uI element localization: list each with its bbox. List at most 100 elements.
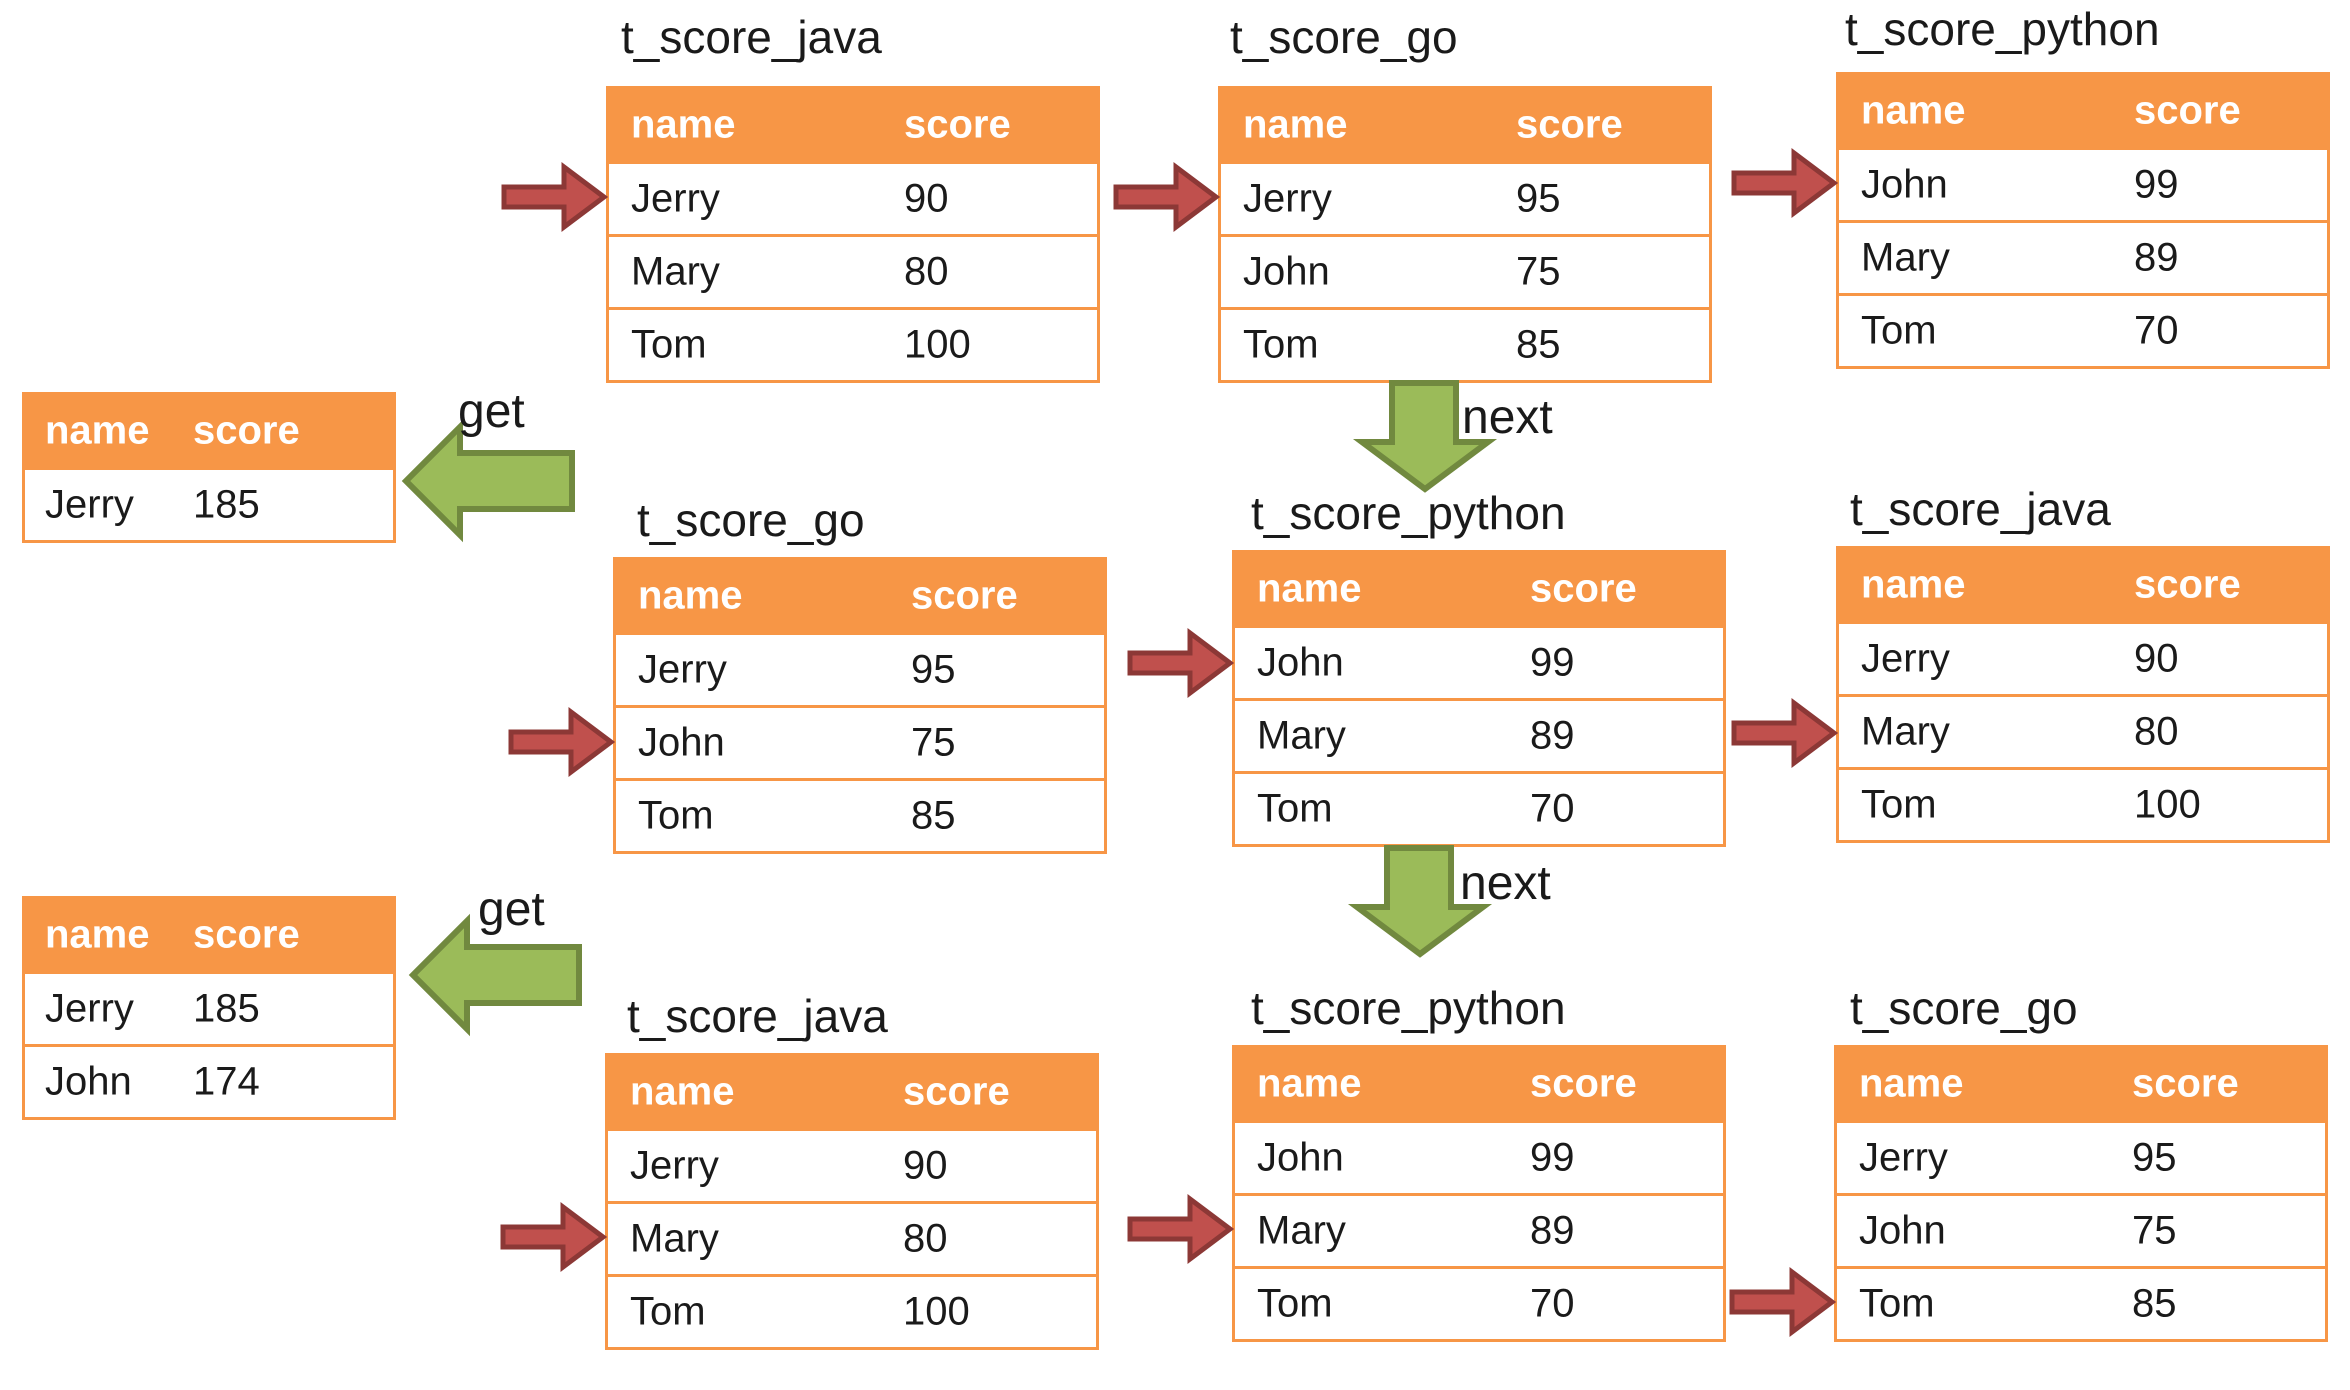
cell-name: Tom: [631, 322, 707, 367]
cell-name: John: [1257, 640, 1344, 685]
table-row: Mary 89: [1235, 698, 1723, 771]
table-header: name score: [1839, 75, 2327, 147]
table-row: Mary 80: [609, 234, 1097, 307]
cell-score: 70: [1530, 1281, 1575, 1326]
column-header-name: name: [1243, 102, 1348, 147]
table-header: name score: [25, 899, 393, 971]
column-header-name: name: [1257, 1061, 1362, 1106]
column-header-name: name: [1861, 88, 1966, 133]
cell-name: Mary: [630, 1216, 719, 1261]
column-header-score: score: [2132, 1061, 2239, 1106]
table-row: John 174: [25, 1044, 393, 1117]
column-header-score: score: [904, 102, 1011, 147]
table-row: Jerry 95: [1221, 161, 1709, 234]
table-title: t_score_python: [1251, 982, 1566, 1034]
column-header-score: score: [1530, 1061, 1637, 1106]
table-row: Tom 100: [1839, 767, 2327, 840]
cell-score: 99: [1530, 1135, 1575, 1180]
table-row: Tom 70: [1235, 1266, 1723, 1339]
row-pointer-arrow-icon: [1731, 698, 1839, 768]
cell-name: Jerry: [631, 176, 720, 221]
cell-name: Jerry: [1859, 1135, 1948, 1180]
cell-name: Tom: [630, 1289, 706, 1334]
column-header-name: name: [631, 102, 736, 147]
table-title: t_score_java: [1850, 483, 2111, 535]
cell-score: 185: [193, 986, 260, 1031]
column-header-score: score: [1530, 566, 1637, 611]
get-label: get: [478, 883, 545, 936]
cell-name: Mary: [1257, 713, 1346, 758]
cell-score: 89: [1530, 713, 1575, 758]
cell-name: Jerry: [638, 647, 727, 692]
table-row: Tom 70: [1235, 771, 1723, 844]
row-pointer-arrow-icon: [500, 1202, 608, 1272]
score-table-mid-python: name score John 99 Mary 89 Tom 70: [1232, 550, 1726, 847]
column-header-score: score: [2134, 88, 2241, 133]
score-table-mid-go: name score Jerry 95 John 75 Tom 85: [613, 557, 1107, 854]
cell-score: 75: [1516, 249, 1561, 294]
cell-name: Jerry: [1243, 176, 1332, 221]
cell-score: 70: [1530, 786, 1575, 831]
cell-score: 75: [2132, 1208, 2177, 1253]
cell-name: Mary: [1257, 1208, 1346, 1253]
cell-score: 70: [2134, 308, 2179, 353]
cell-name: Tom: [1861, 308, 1937, 353]
cell-score: 185: [193, 482, 260, 527]
cell-name: Tom: [638, 793, 714, 838]
column-header-name: name: [45, 912, 150, 957]
table-row: John 75: [1837, 1193, 2325, 1266]
table-header: name score: [1221, 89, 1709, 161]
cell-name: John: [1243, 249, 1330, 294]
row-pointer-arrow-icon: [1729, 1267, 1837, 1337]
score-table-bottom-go: name score Jerry 95 John 75 Tom 85: [1834, 1045, 2328, 1342]
table-title: t_score_java: [621, 11, 882, 63]
table-header: name score: [609, 89, 1097, 161]
cell-score: 99: [1530, 640, 1575, 685]
cell-score: 95: [1516, 176, 1561, 221]
table-row: Jerry 95: [616, 632, 1104, 705]
cell-score: 85: [911, 793, 956, 838]
table-title: t_score_python: [1251, 487, 1566, 539]
cell-score: 95: [911, 647, 956, 692]
table-row: Jerry 185: [25, 971, 393, 1044]
table-row: Tom 100: [608, 1274, 1096, 1347]
cell-score: 89: [1530, 1208, 1575, 1253]
cell-score: 100: [904, 322, 971, 367]
cell-name: John: [45, 1059, 132, 1104]
table-title: t_score_java: [627, 990, 888, 1042]
cell-score: 90: [2134, 636, 2179, 681]
table-header: name score: [1837, 1048, 2325, 1120]
cell-name: Tom: [1257, 1281, 1333, 1326]
column-header-name: name: [638, 573, 743, 618]
table-row: Mary 80: [608, 1201, 1096, 1274]
cell-name: Jerry: [45, 986, 134, 1031]
next-arrow-icon: [1347, 845, 1493, 958]
cell-score: 100: [903, 1289, 970, 1334]
result-table-step1: name score Jerry 185: [22, 392, 396, 543]
cell-score: 80: [2134, 709, 2179, 754]
table-row: John 99: [1839, 147, 2327, 220]
row-pointer-arrow-icon: [1731, 148, 1839, 218]
table-row: Jerry 90: [608, 1128, 1096, 1201]
cell-score: 90: [904, 176, 949, 221]
column-header-score: score: [193, 912, 300, 957]
cell-name: Jerry: [45, 482, 134, 527]
cell-name: Mary: [1861, 709, 1950, 754]
table-row: Tom 85: [616, 778, 1104, 851]
next-arrow-icon: [1352, 380, 1498, 493]
cell-name: Jerry: [630, 1143, 719, 1188]
table-title: t_score_go: [637, 494, 865, 546]
column-header-name: name: [1257, 566, 1362, 611]
table-row: Tom 100: [609, 307, 1097, 380]
table-row: Tom 85: [1221, 307, 1709, 380]
cell-score: 80: [903, 1216, 948, 1261]
column-header-name: name: [1861, 562, 1966, 607]
cell-name: Tom: [1861, 782, 1937, 827]
score-table-top-go: name score Jerry 95 John 75 Tom 85: [1218, 86, 1712, 383]
row-pointer-arrow-icon: [508, 707, 616, 777]
table-row: Jerry 95: [1837, 1120, 2325, 1193]
cell-score: 85: [1516, 322, 1561, 367]
cell-name: John: [1859, 1208, 1946, 1253]
next-label: next: [1460, 857, 1551, 910]
table-row: Jerry 90: [609, 161, 1097, 234]
